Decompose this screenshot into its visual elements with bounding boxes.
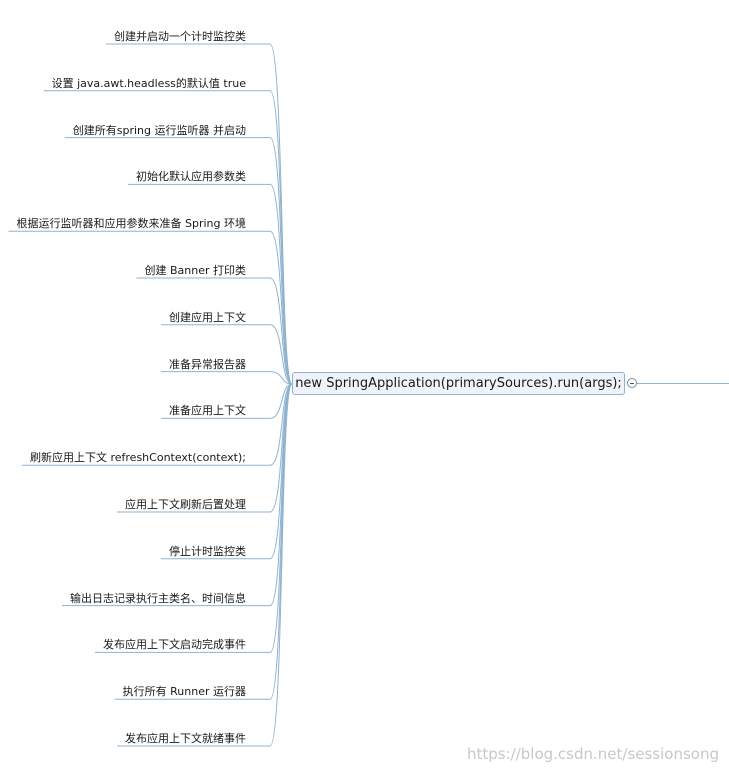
branch-connector [106, 43, 293, 385]
watermark: https://blog.csdn.net/sessionsong [467, 745, 719, 763]
branch-label[interactable]: 创建所有spring 运行监听器 并启动 [72, 123, 246, 137]
branch-label[interactable]: 根据运行监听器和应用参数来准备 Spring 环境 [16, 217, 247, 231]
branch-label[interactable]: 停止计时监控类 [169, 544, 246, 558]
branch-connector [117, 383, 293, 747]
central-topic-node[interactable]: new SpringApplication(primarySources).ru… [292, 372, 625, 395]
branch-connector [21, 383, 293, 466]
branch-label[interactable]: 创建应用上下文 [169, 310, 246, 324]
branch-connector [136, 277, 293, 385]
branch-label[interactable]: 应用上下文刷新后置处理 [125, 498, 246, 511]
branch-label[interactable]: 刷新应用上下文 refreshContext(context); [29, 451, 246, 465]
branch-label[interactable]: 执行所有 Runner 运行器 [122, 685, 246, 699]
collapse-toggle-icon[interactable] [627, 378, 637, 388]
branch-connector [161, 371, 293, 385]
branch-label[interactable]: 发布应用上下文启动完成事件 [103, 638, 246, 652]
branch-label[interactable]: 创建 Banner 打印类 [144, 264, 246, 277]
branch-label[interactable]: 准备应用上下文 [169, 404, 246, 418]
branch-label[interactable]: 准备异常报告器 [169, 357, 246, 371]
branch-label[interactable]: 设置 java.awt.headless的默认值 true [51, 76, 246, 90]
branch-connector [95, 383, 293, 653]
branch-connector [8, 230, 293, 385]
central-topic-label: new SpringApplication(primarySources).ru… [295, 376, 622, 391]
branch-connector [161, 383, 293, 419]
branch-label[interactable]: 创建并启动一个计时监控类 [114, 30, 246, 43]
branch-connector [161, 324, 293, 385]
branch-label[interactable]: 输出日志记录执行主类名、时间信息 [70, 591, 246, 605]
branch-label[interactable]: 发布应用上下文就绪事件 [125, 732, 246, 745]
branch-label[interactable]: 初始化默认应用参数类 [136, 170, 246, 184]
branch-connector [128, 183, 293, 385]
